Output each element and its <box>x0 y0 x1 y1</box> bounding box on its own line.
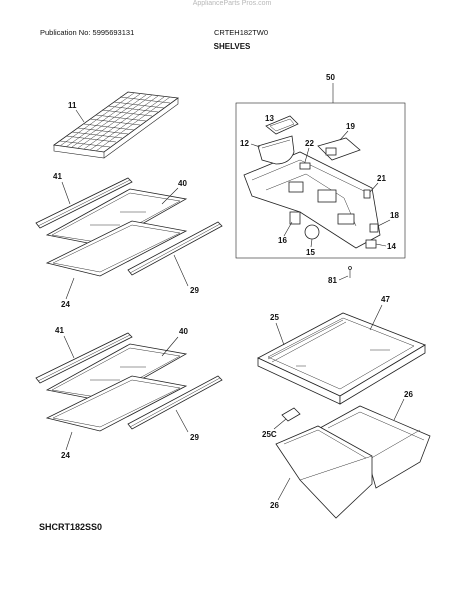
trim-bottom[interactable] <box>127 375 223 430</box>
footer-model-code: SHCRT182SS0 <box>39 522 103 532</box>
callout-tray-bottom: 24 <box>61 451 70 460</box>
slider-part[interactable] <box>281 407 301 422</box>
callout-crisper-cover-glass: 47 <box>381 295 390 304</box>
bracket-part[interactable] <box>369 223 379 233</box>
assembly-box <box>235 102 406 259</box>
trim-top[interactable] <box>127 221 223 276</box>
callout-housing: 12 <box>240 139 249 148</box>
callout-assembly: 50 <box>326 73 335 82</box>
tray-top[interactable] <box>45 220 188 277</box>
callout-wire-shelf: 11 <box>68 101 77 110</box>
callout-crisper-cover-frame: 25 <box>270 313 279 322</box>
wire-shelf[interactable] <box>52 91 180 159</box>
callout-ball: 15 <box>306 248 315 257</box>
drawer-left[interactable] <box>275 425 373 519</box>
callout-handle: 13 <box>265 114 274 123</box>
callout-drawer-left: 26 <box>270 501 279 510</box>
callout-bracket: 18 <box>390 211 399 220</box>
callout-knob: 16 <box>278 236 287 245</box>
housing-part[interactable] <box>257 135 295 165</box>
callout-glass-bottom: 40 <box>179 327 188 336</box>
ball-part[interactable] <box>304 224 320 240</box>
section-title: SHELVES <box>213 42 251 51</box>
foot-part[interactable] <box>365 239 377 249</box>
glass-bottom[interactable] <box>45 343 188 402</box>
screw-part[interactable] <box>348 266 352 279</box>
connector-part[interactable] <box>299 162 311 170</box>
model-number: CRTEH182TW0 <box>214 28 269 37</box>
callout-shelf-frame-top: 41 <box>53 172 62 181</box>
handle-part[interactable] <box>265 115 299 135</box>
clip-part[interactable] <box>363 189 371 199</box>
callout-foot: 14 <box>387 242 396 251</box>
callout-shelf-frame-bottom: 41 <box>55 326 64 335</box>
callout-drawer-right: 26 <box>404 390 413 399</box>
callout-glass-top: 40 <box>178 179 187 188</box>
tray-bottom[interactable] <box>45 375 188 432</box>
callout-clip: 21 <box>377 174 386 183</box>
module-part[interactable] <box>317 137 361 161</box>
callout-trim-bottom: 29 <box>190 433 199 442</box>
callout-trim-top: 29 <box>190 286 199 295</box>
callout-connector: 22 <box>305 139 314 148</box>
callout-module: 19 <box>346 122 355 131</box>
glass-top[interactable] <box>45 188 188 247</box>
knob-part[interactable] <box>289 211 301 225</box>
watermark: ApplianceParts Pros.com <box>192 0 272 7</box>
callout-slider: 25C <box>262 430 277 439</box>
crisper-cover[interactable] <box>257 312 426 405</box>
callout-screw: 81 <box>328 276 337 285</box>
shelf-frame-top[interactable] <box>35 177 133 229</box>
publication-number: Publication No: 5995693131 <box>40 28 135 37</box>
shelf-frame-bottom[interactable] <box>35 332 133 384</box>
callout-tray-top: 24 <box>61 300 70 309</box>
